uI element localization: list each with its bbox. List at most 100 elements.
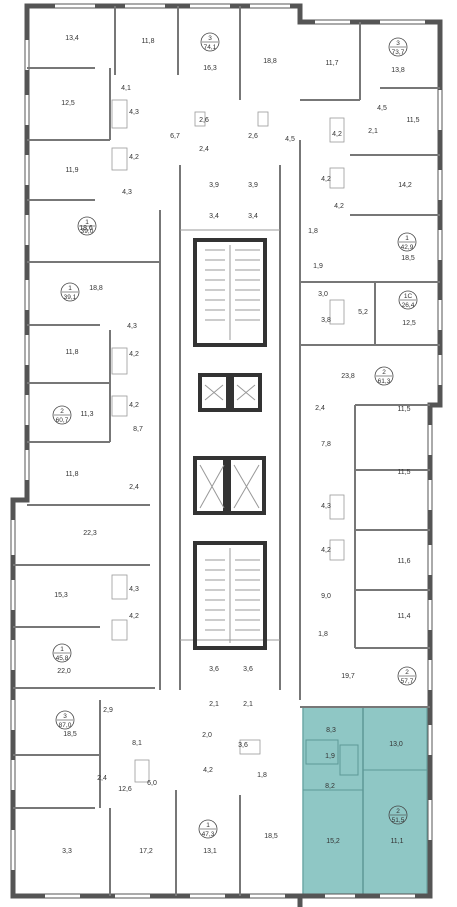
apartment-rooms-count: 2 [60,408,64,415]
apartment-badge[interactable]: 387,0 [55,710,75,730]
room-area-label: 1,8 [318,631,328,638]
apartment-badge-circle [77,216,97,236]
apartment-badge[interactable]: 147,3 [198,819,218,839]
room-area-label: 5,2 [358,309,368,316]
apartment-badge-circle [52,643,72,663]
room-area-label: 12,6 [118,786,132,793]
room-area-label: 6,0 [147,780,157,787]
room-area-label: 2,1 [243,701,253,708]
apartment-total-area: 74,1 [204,44,217,51]
room-area-label: 22,0 [57,668,71,675]
apartment-rooms-count: 3 [63,713,67,720]
room-area-label: 14,2 [398,182,412,189]
room-area-label: 11,8 [65,471,78,478]
apartment-total-area: 47,3 [202,831,215,838]
room-area-label: 13,8 [391,67,405,74]
apartment-total-area: 39,0 [81,228,94,235]
room-area-label: 4,2 [129,613,139,620]
apartment-badge[interactable]: 142,9 [397,232,417,252]
apartment-badge[interactable]: 1С 26,4 [398,290,418,310]
room-area-label: 1,8 [257,772,267,779]
room-area-label: 15,2 [326,838,340,845]
room-area-label: 3,6 [238,742,248,749]
room-area-label: 2,0 [202,732,212,739]
room-area-label: 2,9 [103,707,113,714]
apartment-rooms-count: 3 [396,40,400,47]
apartment-total-area: 51,5 [392,817,405,824]
fixtures [111,99,345,783]
interior-walls-left [13,6,241,896]
apartment-badge[interactable]: 260,7 [52,405,72,425]
room-area-label: 3,4 [209,213,219,220]
room-area-label: 4,1 [121,85,131,92]
room-area-label: 18,5 [63,731,77,738]
room-area-label: 4,5 [377,105,387,112]
apartment-total-area: 61,3 [378,378,391,385]
room-area-label: 11,3 [80,411,93,418]
room-area-label: 4,3 [321,503,331,510]
room-area-label: 3,6 [209,666,219,673]
apartment-badge-circle [388,37,408,57]
room-area-label: 18,5 [401,255,415,262]
room-area-label: 8,1 [132,740,142,747]
apartment-badge-circle [388,805,408,825]
room-area-label: 4,2 [332,131,342,138]
room-area-label: 8,2 [325,783,335,790]
room-area-label: 11,4 [397,613,410,620]
room-area-label: 7,8 [321,441,331,448]
highlighted-apartment[interactable] [302,706,428,897]
apartment-rooms-count: 2 [396,808,400,815]
apartment-total-area: 42,9 [401,244,414,251]
room-area-label: 6,7 [170,133,180,140]
apartment-rooms-count: 1С [404,293,413,300]
room-area-label: 11,5 [397,406,410,413]
apartment-rooms-count: 2 [405,669,409,676]
room-area-label: 2,6 [199,117,209,124]
room-area-label: 4,3 [122,189,132,196]
apartment-total-area: 45,8 [56,655,69,662]
room-area-label: 2,4 [199,146,209,153]
apartment-badge[interactable]: 261,3 [374,366,394,386]
room-area-label: 11,8 [141,38,154,45]
apartment-total-area: 73,7 [392,49,405,56]
apartment-badge[interactable]: 373,7 [388,37,408,57]
room-area-label: 4,2 [129,351,139,358]
room-area-label: 11,6 [397,558,410,565]
apartment-badge[interactable]: 257,7 [397,666,417,686]
interior-walls-right [299,22,440,708]
room-area-label: 2,6 [248,133,258,140]
apartment-badge-circle [374,366,394,386]
apartment-total-area: 87,0 [59,722,72,729]
room-area-label: 16,3 [203,65,217,72]
room-area-label: 22,3 [83,530,97,537]
room-area-label: 2,4 [129,484,139,491]
apartment-rooms-count: 1 [85,219,89,226]
room-area-label: 11,7 [325,60,338,67]
room-area-label: 3,9 [248,182,258,189]
apartment-badge[interactable]: 251,5 [388,805,408,825]
apartment-badge[interactable]: 139,1 [60,282,80,302]
room-area-label: 18,8 [263,58,277,65]
room-area-label: 4,2 [203,767,213,774]
windows [11,4,442,898]
room-area-label: 4,2 [129,402,139,409]
apartment-badge[interactable]: 145,8 [52,643,72,663]
apartment-total-area: 57,7 [401,678,414,685]
apartment-total-area: 26,4 [402,302,415,309]
room-area-label: 11,1 [390,838,403,845]
apartment-badge[interactable]: 374,1 [200,32,220,52]
room-area-label: 3,8 [321,317,331,324]
room-area-label: 1,9 [313,263,323,270]
room-area-label: 8,7 [133,426,143,433]
room-area-label: 11,5 [406,117,419,124]
room-area-label: 23,8 [341,373,355,380]
room-area-label: 11,9 [65,167,78,174]
room-area-label: 1,9 [325,753,335,760]
room-area-label: 4,2 [334,203,344,210]
apartment-badge[interactable]: 139,0 [77,216,97,236]
room-area-label: 3,3 [62,848,72,855]
apartment-rooms-count: 3 [208,35,212,42]
